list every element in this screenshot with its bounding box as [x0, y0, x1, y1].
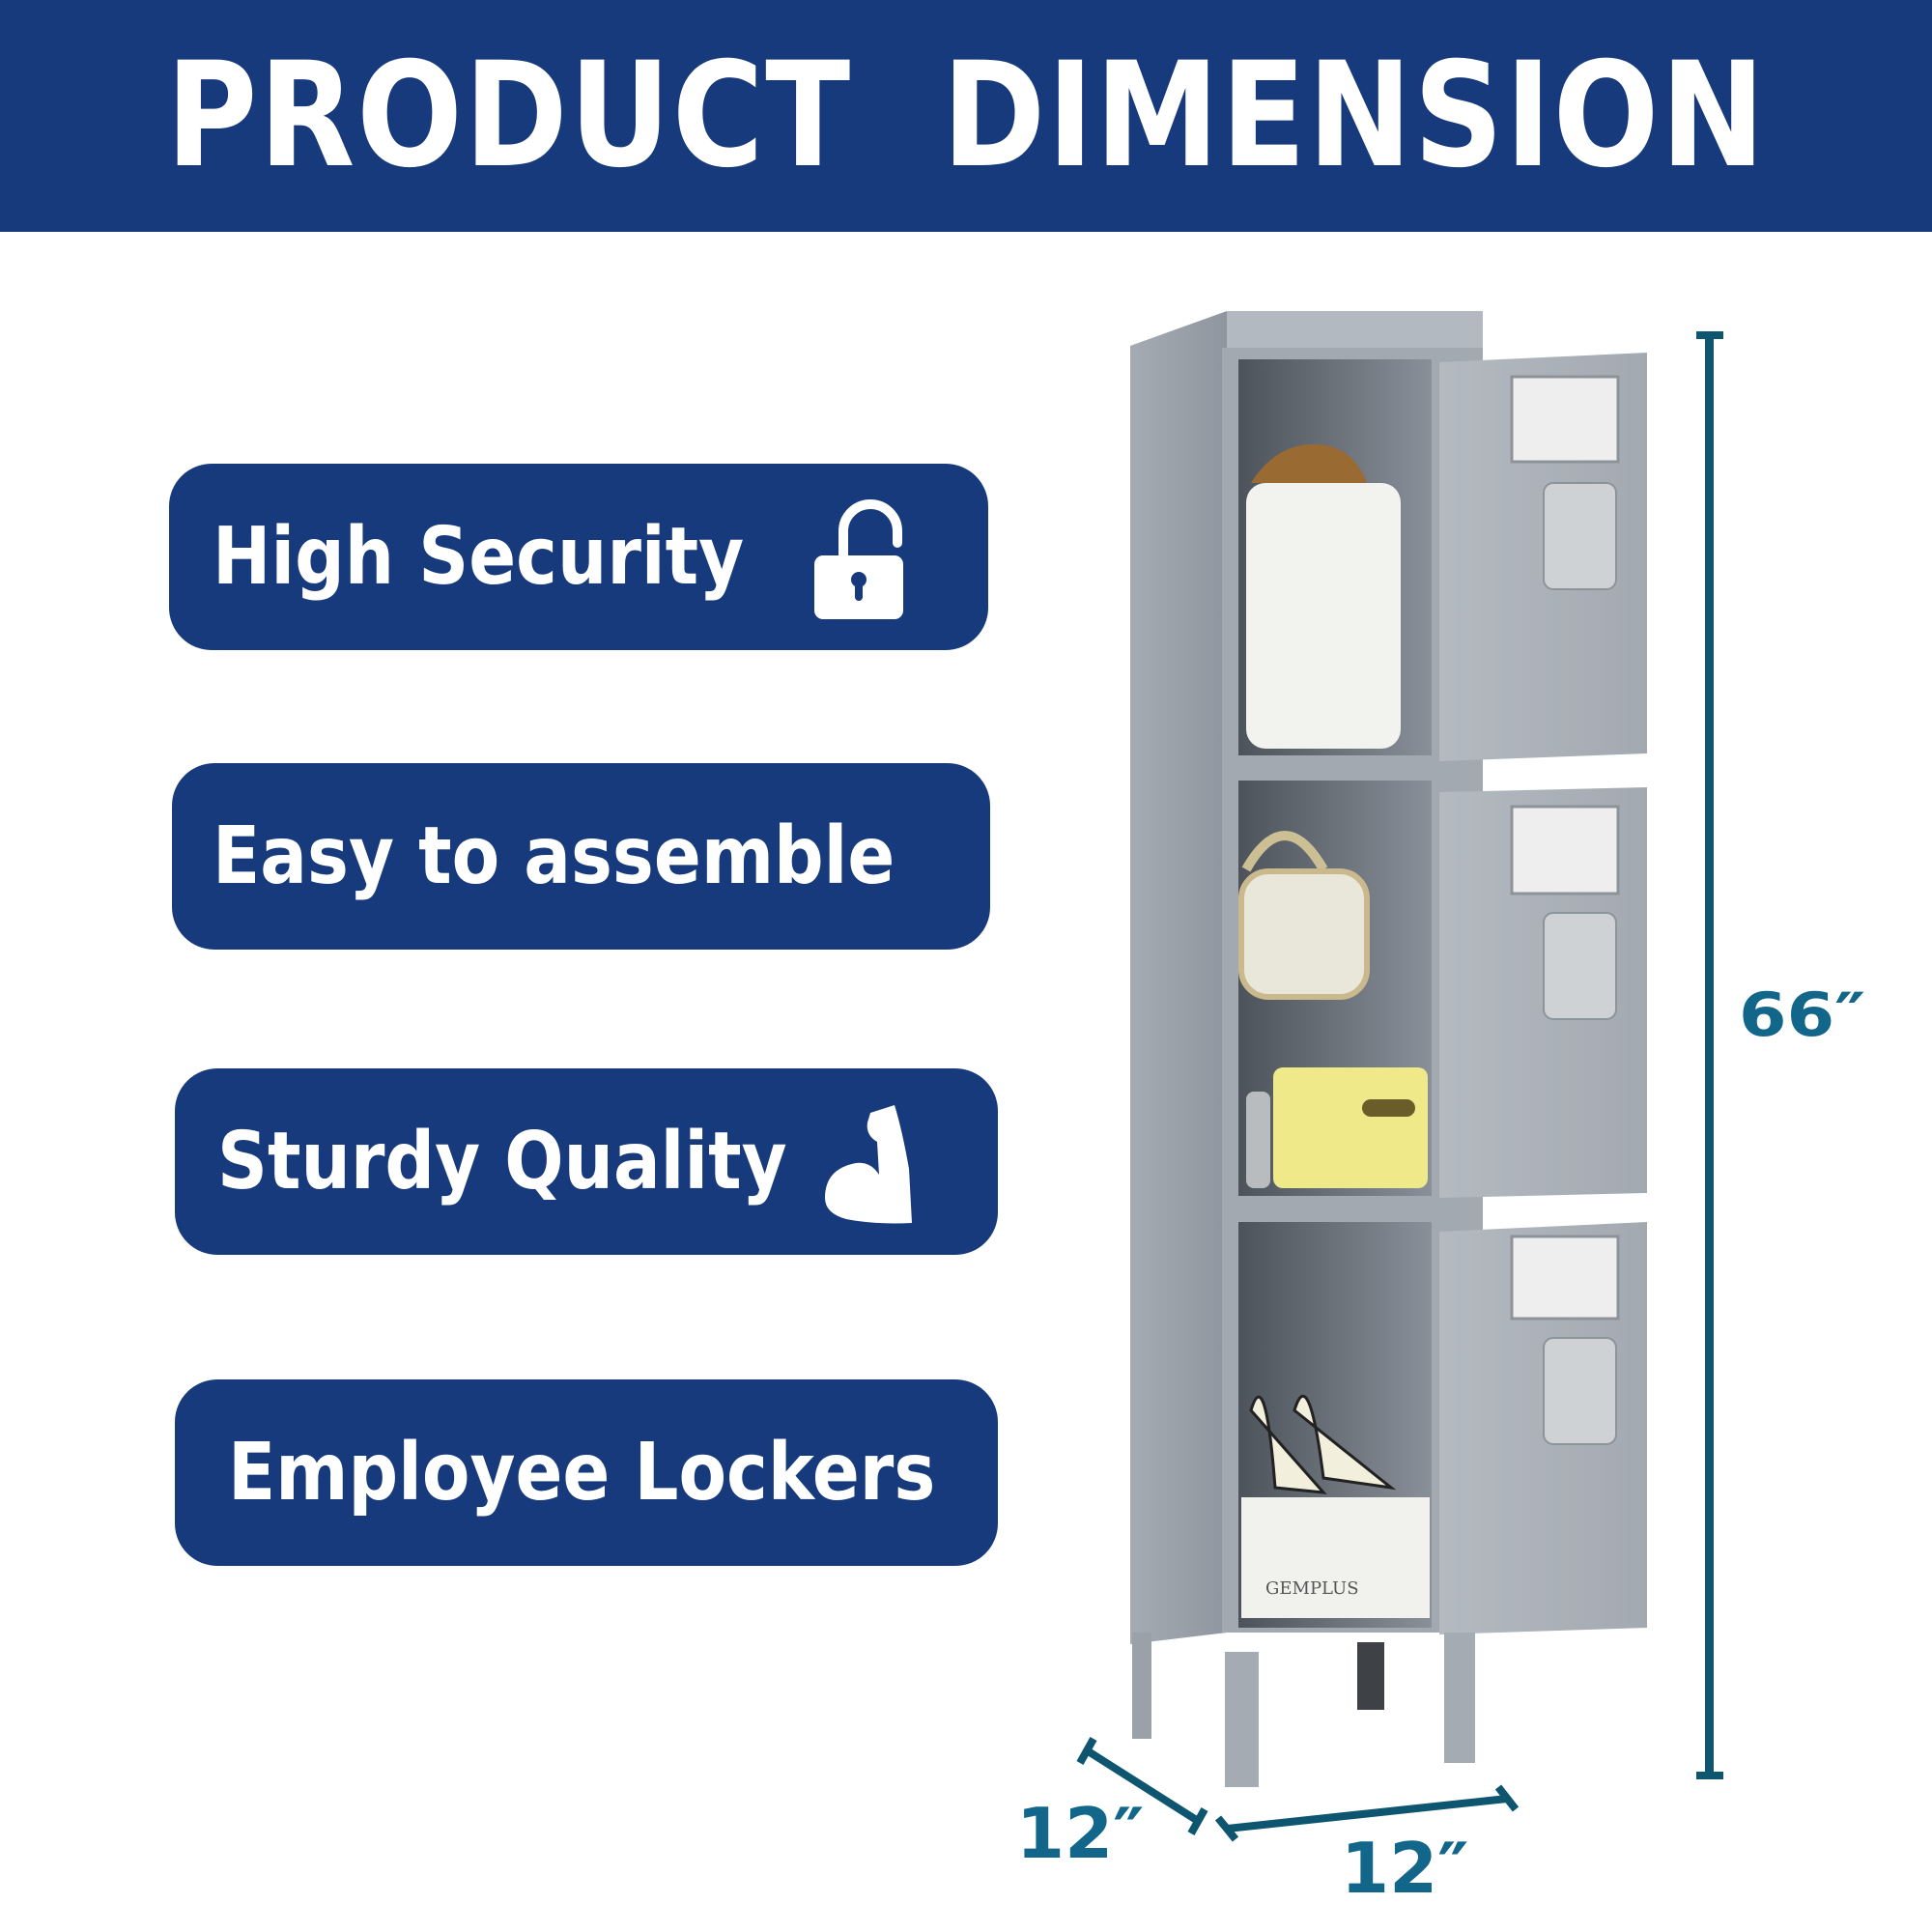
feature-employee-lockers: Employee Lockers — [175, 1379, 998, 1566]
height-dimension-label: 66″ — [1739, 980, 1866, 1050]
feature-label: Easy to assemble — [213, 810, 895, 902]
unlocked-padlock-icon — [814, 499, 903, 619]
feature-label: Employee Lockers — [228, 1426, 936, 1519]
page-title: PRODUCT DIMENSION — [165, 32, 1767, 200]
locker-product-image: GEMPLUS — [1130, 311, 1647, 1787]
door-top — [1439, 353, 1647, 761]
shoe-box-brand: GEMPLUS — [1265, 1578, 1359, 1599]
locker-top — [1227, 311, 1483, 354]
depth-dimension-label: 12″ — [1016, 1793, 1145, 1874]
depth-dimension-line — [1076, 1737, 1208, 1835]
height-dimension-cap-bottom — [1696, 1772, 1723, 1779]
compartment-middle — [1238, 781, 1432, 1196]
width-dimension-label: 12″ — [1341, 1828, 1469, 1909]
locker-leg — [1225, 1652, 1259, 1787]
compartment-bottom: GEMPLUS — [1238, 1222, 1432, 1628]
feature-label: High Security — [213, 510, 745, 603]
locker-leg — [1132, 1633, 1151, 1739]
compartment-top — [1238, 359, 1432, 755]
feature-sturdy-quality: Sturdy Quality — [175, 1068, 998, 1255]
door-bottom — [1439, 1222, 1647, 1634]
header-banner: PRODUCT DIMENSION — [0, 0, 1932, 232]
feature-label: Sturdy Quality — [217, 1115, 787, 1208]
locker-leveler — [1357, 1642, 1384, 1710]
feature-high-security: High Security — [169, 464, 988, 650]
flexed-arm-icon — [825, 1105, 912, 1224]
door-middle — [1439, 787, 1647, 1198]
width-dimension-line — [1214, 1784, 1520, 1842]
locker-leg — [1444, 1633, 1475, 1763]
height-dimension-line — [1705, 335, 1714, 1776]
height-dimension-cap-top — [1696, 331, 1723, 339]
feature-easy-to-assemble: Easy to assemble — [172, 763, 990, 950]
locker-side-panel — [1130, 311, 1227, 1644]
